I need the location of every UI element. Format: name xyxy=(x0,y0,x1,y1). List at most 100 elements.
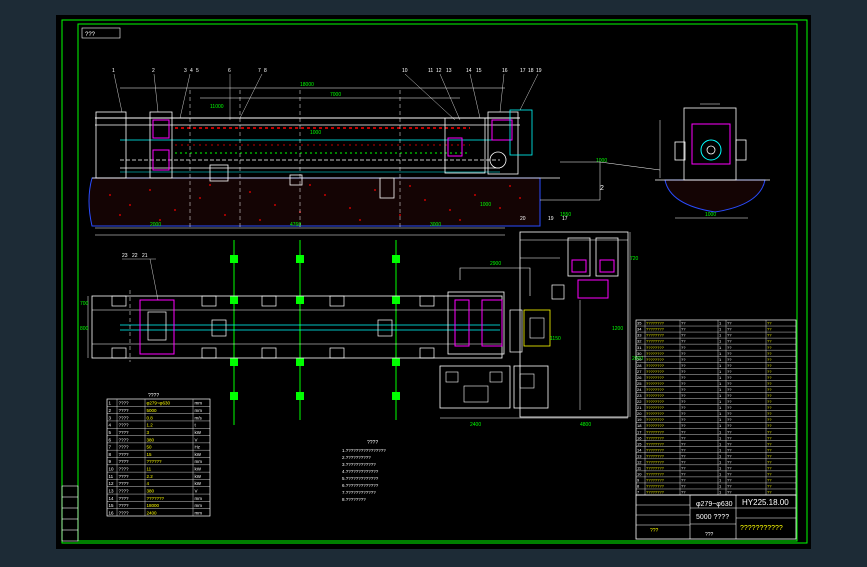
param-cell: kW xyxy=(195,481,202,486)
bom-cell: 30 xyxy=(637,351,642,356)
bom-cell: ?? xyxy=(681,333,686,338)
param-cell: 1.2 xyxy=(147,423,154,428)
bom-cell: 1 xyxy=(719,447,722,452)
bom-cell: ?? xyxy=(727,484,732,489)
bom-cell: 18 xyxy=(637,423,642,428)
bom-cell: ???????? xyxy=(646,465,665,470)
param-cell: ???? xyxy=(119,437,130,442)
spec-length: 5000 ???? xyxy=(696,514,729,521)
callout-4: 4 xyxy=(190,68,193,74)
bom-cell: ?? xyxy=(767,321,772,326)
tech-req-line: 4.????????????? xyxy=(342,469,379,474)
bom-cell: ?? xyxy=(767,405,772,410)
param-cell: kW xyxy=(195,467,202,472)
param-cell: 18000 xyxy=(147,503,160,508)
bom-cell: 12 xyxy=(637,459,642,464)
param-cell: 15 xyxy=(147,452,153,457)
dim-mid-4: 1000 xyxy=(310,130,321,136)
bom-cell: 10 xyxy=(637,471,642,476)
bom-cell: ?? xyxy=(727,333,732,338)
dim-side-a: 1000 xyxy=(596,158,607,164)
bom-cell: ???????? xyxy=(646,381,665,386)
bom-cell: 33 xyxy=(637,333,642,338)
bom-cell: ???????? xyxy=(646,333,665,338)
room-dim-c: 2900 xyxy=(490,261,501,267)
bom-cell: ?? xyxy=(727,405,732,410)
param-cell: 5 xyxy=(109,430,112,435)
tech-req-title: ???? xyxy=(367,440,378,446)
bom-cell: 8 xyxy=(637,484,640,489)
param-cell: ???? xyxy=(119,481,130,486)
bom-cell: ?? xyxy=(727,381,732,386)
bom-cell: ???????? xyxy=(646,429,665,434)
param-cell: 1 xyxy=(109,401,112,406)
callout-16: 16 xyxy=(502,68,508,74)
bom-cell: ?? xyxy=(727,417,732,422)
bom-cell: ???????? xyxy=(646,417,665,422)
bom-cell: ?? xyxy=(767,411,772,416)
bom-cell: ?? xyxy=(727,339,732,344)
bom-cell: ?? xyxy=(681,369,686,374)
param-cell: 6 xyxy=(109,437,112,442)
plan-callout-23: 23 xyxy=(122,253,128,259)
param-cell: ???? xyxy=(119,467,130,472)
bom-cell: 25 xyxy=(637,381,642,386)
param-cell: mm xyxy=(195,408,203,413)
bom-cell: ?? xyxy=(681,411,686,416)
bom-cell: ???????? xyxy=(646,345,665,350)
bom-cell: ???????? xyxy=(646,453,665,458)
bom-cell: ?? xyxy=(767,478,772,483)
plan-callout-22: 22 xyxy=(132,253,138,259)
param-cell: 4 xyxy=(147,481,150,486)
tech-requirements: ???? 1.????????????????2.??????????3.???… xyxy=(342,440,386,502)
param-cell: 10 xyxy=(109,467,115,472)
param-cell: mm xyxy=(195,503,203,508)
tech-req-line: 2.?????????? xyxy=(342,455,371,460)
param-cell: 4 xyxy=(109,423,112,428)
bom-cell: ?? xyxy=(681,357,686,362)
callout-7: 7 xyxy=(258,68,261,74)
bom-cell: ???????? xyxy=(646,339,665,344)
company-short: ??? xyxy=(650,528,659,534)
bom-cell: 1 xyxy=(719,339,722,344)
param-cell: 11 xyxy=(109,474,114,479)
bom-cell: ?? xyxy=(767,429,772,434)
param-cell: 15 xyxy=(109,503,115,508)
bom-cell: ?? xyxy=(767,465,772,470)
bom-cell: ?? xyxy=(767,484,772,489)
bom-cell: ?? xyxy=(727,447,732,452)
bom-cell: ?? xyxy=(767,453,772,458)
bom-cell: ?? xyxy=(767,459,772,464)
bom-cell: ?? xyxy=(767,339,772,344)
bom-cell: ?? xyxy=(727,351,732,356)
callout-15: 15 xyxy=(476,68,482,74)
bom-cell: ?? xyxy=(727,387,732,392)
bom-cell: ???????? xyxy=(646,369,665,374)
tech-req-line: 1.???????????????? xyxy=(342,448,386,453)
bom-cell: ???????? xyxy=(646,321,665,326)
bom-cell: ?? xyxy=(727,327,732,332)
bom-cell: ?? xyxy=(681,447,686,452)
callout-12: 12 xyxy=(436,68,442,74)
bom-cell: 1 xyxy=(719,417,722,422)
bom-cell: ?? xyxy=(767,435,772,440)
bom-cell: ?? xyxy=(681,321,686,326)
bom-cell: 31 xyxy=(637,345,642,350)
bom-cell: 34 xyxy=(637,327,642,332)
bom-cell: ?? xyxy=(727,423,732,428)
bom-cell: ?? xyxy=(681,375,686,380)
param-cell: mm xyxy=(195,510,203,515)
param-cell: mm xyxy=(195,401,203,406)
bom-cell: ???????? xyxy=(646,459,665,464)
tech-req-line: 5.????????????? xyxy=(342,476,379,481)
bom-cell: 35 xyxy=(637,321,642,326)
tech-req-line: 7.???????????? xyxy=(342,490,376,495)
param-cell: t xyxy=(195,423,197,428)
side-label-2: 2 xyxy=(600,185,604,192)
bom-cell: ?? xyxy=(681,441,686,446)
callout-1: 1 xyxy=(112,68,115,74)
param-cell: mm xyxy=(195,459,203,464)
param-cell: ???? xyxy=(119,474,130,479)
revision-strip xyxy=(61,485,79,542)
